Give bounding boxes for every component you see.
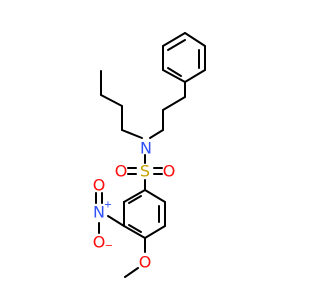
bond [144,225,166,239]
sulfonyl-oxygen-right-label: O [163,162,176,181]
bond [128,224,142,233]
bond [121,129,143,139]
sulfonyl-oxygen-left-label: O [115,162,128,181]
bond [162,96,186,111]
nitro-oxygen-bottom-label: O [93,233,106,252]
atom-labels: N S O O N + O O − O [93,139,176,272]
bond [167,39,186,51]
bond [149,129,164,139]
bond [162,69,186,83]
bond [123,189,146,203]
bond [184,69,206,83]
nitro-oxygen-top-label: O [93,176,106,195]
nitro-oxygen-charge: − [105,241,113,252]
nitro-nitrogen-charge: + [104,200,112,211]
bond [162,32,186,47]
bond [144,189,166,203]
bond [128,195,142,204]
bond [100,94,123,107]
methoxy-oxygen-label: O [139,253,152,272]
bond [167,67,182,77]
bonds [95,32,206,278]
sulfonamide-n-label: N [140,139,152,158]
sulfur-label: S [140,162,150,181]
nitro-nitrogen-label: N [93,203,105,222]
structure-diagram: N S O O N + O O − O [93,32,206,278]
molecule-canvas: N S O O N + O O − O [93,32,206,278]
bond [107,215,125,227]
bond [123,225,146,239]
bond [124,267,139,278]
bond [184,32,206,47]
